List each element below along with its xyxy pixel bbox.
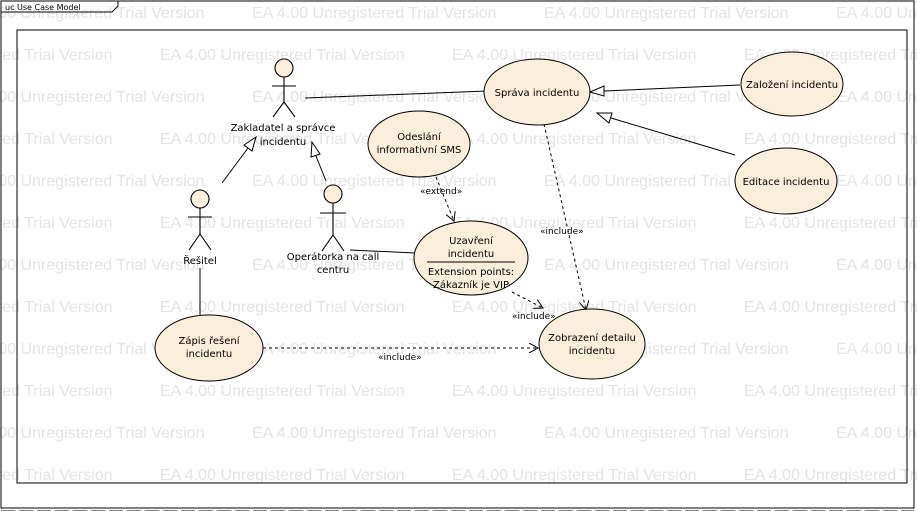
actor-resitel-label: Řešitel (183, 254, 217, 267)
watermark-text: EA 4.00 Unregistered Trial Version (836, 257, 917, 274)
usecase-editace-label: Editace incidentu (743, 177, 830, 188)
gen-arrowhead-resitel (243, 135, 257, 152)
watermark-text: EA 4.00 Unregistered Trial Version (252, 425, 497, 442)
watermark-text: EA 4.00 Unregistered Trial Version (160, 467, 405, 484)
usecase-sprava-label: Správa incidentu (495, 87, 580, 99)
extend-odeslani-uzavreni[interactable] (435, 176, 454, 221)
watermark-text: EA 4.00 Unregistered Trial Version (744, 215, 917, 232)
include-label-zapis: «include» (378, 353, 422, 363)
include-label-sprava: «include» (540, 227, 584, 237)
actor-head (190, 189, 210, 209)
actor-operatorka-label-1: Operátorka na call (287, 251, 380, 263)
watermark-text: EA 4.00 Unregistered Trial Version (836, 89, 917, 106)
watermark-text: EA 4.00 Unregistered Trial Version (0, 215, 113, 232)
watermark-text: EA 4.00 Unregistered Trial Version (744, 467, 917, 484)
usecase-uzavreni-ext-2: Zákazník je VIP (433, 279, 509, 291)
usecase-zobrazeni-detailu[interactable] (538, 308, 646, 380)
watermark-text: EA 4.00 Unregistered Trial Version (452, 47, 697, 64)
usecase-uzavreni-ext-1: Extension points: (428, 267, 514, 278)
usecase-odeslani-label-2: informativní SMS (377, 144, 462, 156)
watermark-text: EA 4.00 Unregistered Trial Version (544, 425, 789, 442)
watermark-text: EA 4.00 Unregistered Trial Version (252, 173, 497, 190)
watermark-text: EA 4.00 Unregistered Trial Version (836, 5, 917, 22)
gen-operatorka-zakladatel[interactable] (315, 155, 327, 182)
watermark-text: EA 4.00 Unregistered Trial Version (836, 341, 917, 358)
watermark-text: EA 4.00 Unregistered Trial Version (160, 47, 405, 64)
actor-resitel[interactable] (188, 189, 212, 251)
actor-zakladatel-label-2: incidentu (260, 137, 307, 148)
actor-zakladatel-label-1: Zakladatel a správce (231, 122, 336, 134)
usecase-uzavreni-label-1: Uzavření (449, 235, 494, 247)
actor-operatorka[interactable] (320, 184, 346, 252)
watermark-text: EA 4.00 Unregistered Trial Version (160, 215, 405, 232)
watermark-text: EA 4.00 Unregistered Trial Version (744, 131, 917, 148)
usecase-zobrazeni-label-2: incidentu (569, 346, 616, 357)
actor-head (274, 58, 294, 78)
watermark-text: EA 4.00 Unregistered Trial Version (160, 299, 405, 316)
watermark-text: EA 4.00 Unregistered Trial Version (252, 5, 497, 22)
system-boundary (16, 29, 908, 484)
usecase-zapis-label-2: incidentu (186, 349, 233, 360)
watermark-text: EA 4.00 Unregistered Trial Version (452, 299, 697, 316)
usecase-zalozeni-incidentu[interactable] (740, 51, 844, 117)
include-label-uzavreni: «include» (512, 312, 556, 322)
usecase-odeslani-label-1: Odeslání (397, 131, 442, 143)
usecase-uzavreni-incidentu[interactable] (413, 220, 529, 296)
gen-arrowhead-editace (595, 112, 613, 124)
usecase-zobrazeni-label-1: Zobrazení detailu (548, 332, 636, 344)
gen-arrowhead-zalozeni (588, 85, 605, 97)
assoc-zakladatel-sprava[interactable] (304, 90, 488, 99)
actor-operatorka-label-2: centru (317, 265, 349, 276)
usecase-editace-incidentu[interactable] (734, 147, 838, 215)
assoc-operatorka-uzavreni[interactable] (349, 249, 416, 254)
gen-editace-sprava[interactable] (610, 117, 736, 156)
usecase-zapis-label-1: Zápis řešení (178, 335, 240, 347)
gen-zalozeni-sprava[interactable] (603, 84, 741, 92)
watermark-text: EA 4.00 Unregistered Trial Version (0, 341, 205, 358)
watermark-text: EA 4.00 Unregistered Trial Version (452, 383, 697, 400)
watermark-text: EA 4.00 Unregistered Trial Version (252, 341, 497, 358)
actor-head (323, 184, 343, 204)
usecase-odeslani-sms[interactable] (367, 110, 471, 178)
include-sprava-zobrazeni[interactable] (543, 123, 586, 310)
gen-resitel-zakladatel[interactable] (221, 147, 249, 184)
watermark-text: EA 4.00 Unregistered Trial Version (0, 47, 113, 64)
watermark-text: EA 4.00 Unregistered Trial Version (0, 425, 205, 442)
watermark-text: EA 4.00 Unregistered Trial Version (452, 467, 697, 484)
usecase-zalozeni-label: Založení incidentu (746, 79, 838, 91)
watermark-text: EA 4.00 Unregistered Trial Version (744, 299, 917, 316)
watermark-text: EA 4.00 Unregistered Trial Version (160, 383, 405, 400)
watermark-text: EA 4.00 Unregistered Trial Version (544, 257, 789, 274)
actor-zakladatel[interactable] (272, 58, 296, 118)
watermark-text: EA 4.00 Unregistered Trial Version (544, 5, 789, 22)
watermark-text: EA 4.00 Unregistered Trial Version (0, 257, 205, 274)
watermark-text: EA 4.00 Unregistered Trial Version (0, 173, 205, 190)
gen-arrowhead-operatorka (310, 140, 321, 158)
watermark-text: EA 4.00 Unregistered Trial Version (836, 173, 917, 190)
watermark-text: EA 4.00 Unregistered Trial Version (744, 383, 917, 400)
frame-title: uc Use Case Model (5, 3, 81, 12)
watermark-text: EA 4.00 Unregistered Trial Version (0, 131, 113, 148)
watermark-text: EA 4.00 Unregistered Trial Version (0, 5, 205, 22)
usecase-uzavreni-label-2: incidentu (448, 249, 495, 260)
watermark-text: EA 4.00 Unregistered Trial Version (836, 425, 917, 442)
watermark-text: EA 4.00 Unregistered Trial Version (160, 131, 405, 148)
extend-label: «extend» (420, 187, 462, 197)
watermark-text: EA 4.00 Unregistered Trial Version (544, 173, 789, 190)
watermark-text: EA 4.00 Unregistered Trial Version (452, 131, 697, 148)
watermark: EA 4.00 Unregistered Trial Version EA 4.0… (0, 5, 917, 484)
usecase-sprava-incidentu[interactable] (483, 58, 591, 126)
watermark-text: EA 4.00 Unregistered Trial Version (0, 383, 113, 400)
usecase-zapis-reseni[interactable] (154, 314, 264, 382)
watermark-text: EA 4.00 Unregistered Trial Version (544, 89, 789, 106)
watermark-text: EA 4.00 Unregistered Trial Version (0, 467, 113, 484)
watermark-text: EA 4.00 Unregistered Trial Version (452, 215, 697, 232)
watermark-text: EA 4.00 Unregistered Trial Version (0, 89, 205, 106)
watermark-text: EA 4.00 Unregistered Trial Version (0, 299, 113, 316)
frame-title-tab (1, 1, 119, 13)
